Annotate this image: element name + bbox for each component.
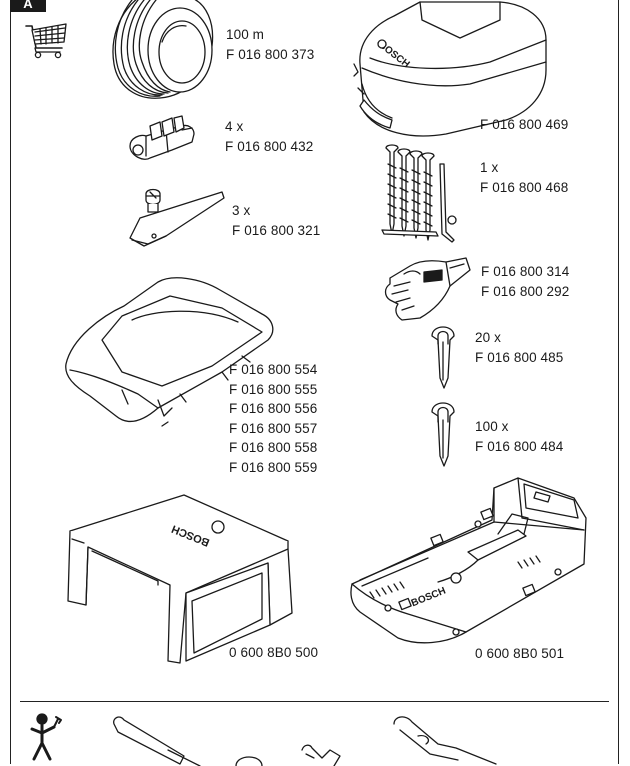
gloves-label: F 016 800 314 F 016 800 292: [481, 262, 569, 301]
pegs-set-label: 1 x F 016 800 468: [480, 158, 568, 197]
large-peg-illustration: [428, 398, 458, 468]
cover-part-number: F 016 800 555: [229, 381, 318, 397]
gloves-part-number: F 016 800 314: [481, 264, 570, 279]
connector-qty: 4 x: [225, 119, 244, 134]
small-pegs-qty: 20 x: [475, 330, 501, 345]
cable-part-number: F 016 800 373: [226, 46, 315, 62]
page-frame-left: [10, 0, 11, 764]
cover-part-number: F 016 800 556: [229, 401, 318, 416]
page-frame-right: [618, 0, 619, 764]
cable-coil-illustration: [108, 0, 220, 102]
small-peg-illustration: [428, 322, 458, 390]
pegs-set-part-number: F 016 800 468: [480, 179, 569, 195]
section-tab: A: [10, 0, 46, 12]
cover-part-number: F 016 800 558: [229, 440, 318, 455]
section-divider: [20, 701, 609, 702]
connector-part-number: F 016 800 432: [225, 138, 314, 154]
service-person-with-wrench-icon: [28, 713, 64, 761]
cover-part-number: F 016 800 559: [229, 459, 318, 475]
garage-label: 0 600 8B0 500: [229, 643, 318, 663]
mower-cover-illustration: [62, 276, 280, 430]
large-pegs-label: 100 x F 016 800 484: [475, 417, 563, 456]
gloves-part-number: F 016 800 292: [481, 283, 570, 299]
blades-part-number: F 016 800 321: [232, 222, 321, 238]
blades-qty: 3 x: [232, 203, 251, 218]
base-station-illustration: BOSCH: [348, 474, 590, 650]
connector-label: 4 x F 016 800 432: [225, 117, 313, 156]
blades-illustration: [126, 188, 228, 250]
cable-connector-illustration: [126, 112, 198, 168]
cover-part-number: F 016 800 557: [229, 420, 318, 436]
base-station-part-number: 0 600 8B0 501: [475, 646, 565, 661]
garage-part-number: 0 600 8B0 500: [229, 645, 319, 660]
cover-label: F 016 800 554 F 016 800 555 F 016 800 55…: [229, 360, 317, 477]
small-pegs-part-number: F 016 800 485: [475, 349, 564, 365]
base-station-label: 0 600 8B0 501: [475, 644, 564, 664]
gloves-illustration: [380, 256, 472, 322]
cable-qty: 100 m: [226, 27, 265, 42]
shopping-cart-icon: [24, 20, 70, 60]
bag-part-number: F 016 800 469: [480, 117, 569, 132]
garage-illustration: BOSCH: [62, 493, 298, 667]
bag-illustration: BOSCH: [350, 0, 552, 138]
pegs-set-qty: 1 x: [480, 160, 499, 175]
small-pegs-label: 20 x F 016 800 485: [475, 328, 563, 367]
cable-label: 100 m F 016 800 373: [226, 25, 314, 64]
blades-label: 3 x F 016 800 321: [232, 201, 320, 240]
pegs-set-illustration: [380, 144, 462, 244]
large-pegs-qty: 100 x: [475, 419, 509, 434]
large-pegs-part-number: F 016 800 484: [475, 438, 564, 454]
tools-illustration: [108, 714, 508, 766]
cover-part-number: F 016 800 554: [229, 362, 318, 377]
bag-label: F 016 800 469: [480, 115, 568, 135]
